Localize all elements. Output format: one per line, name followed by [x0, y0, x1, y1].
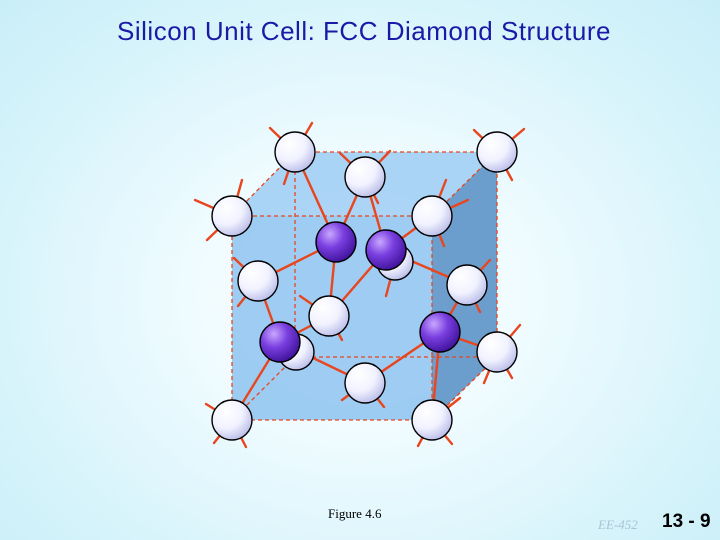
face-atom — [237, 260, 279, 302]
face-atom — [446, 264, 488, 306]
face-atom — [344, 156, 386, 198]
face-atom — [344, 362, 386, 404]
corner-atom — [411, 195, 453, 237]
slide-number: 13 - 9 — [662, 511, 711, 532]
corner-atom — [274, 131, 316, 173]
slide-title: Silicon Unit Cell: FCC Diamond Structure — [117, 16, 611, 46]
corner-atom — [476, 331, 518, 373]
corner-atom — [211, 399, 253, 441]
interior-atom — [315, 221, 357, 263]
corner-atom — [476, 131, 518, 173]
interior-atom — [259, 321, 301, 363]
interior-atom — [419, 311, 461, 353]
face-atom — [308, 295, 350, 337]
interior-atoms — [259, 221, 461, 363]
figure-caption: Figure 4.6 — [328, 506, 382, 521]
corner-atom — [411, 399, 453, 441]
interior-atom — [365, 229, 407, 271]
lattice-atoms — [211, 131, 518, 441]
course-label: EE-452 — [598, 517, 638, 532]
corner-atom — [211, 195, 253, 237]
